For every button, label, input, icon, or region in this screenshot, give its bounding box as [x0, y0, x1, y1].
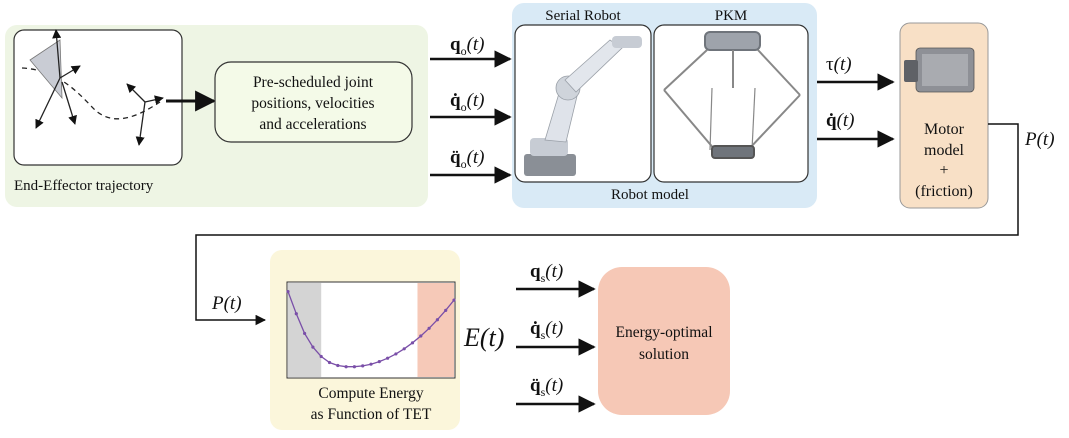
robot-model-caption: Robot model — [611, 187, 689, 203]
data-point — [344, 365, 348, 369]
end-effector-trajectory-sketch — [21, 29, 164, 146]
tau-label: τ(t) — [826, 54, 852, 75]
data-point — [369, 362, 373, 366]
data-point — [394, 352, 398, 356]
scheduled-line-1: Pre-scheduled joint — [253, 74, 374, 91]
energy-caption-line-2: as Function of TET — [311, 406, 432, 423]
pkm-title: PKM — [715, 8, 748, 24]
scheduled-line-3: and accelerations — [259, 116, 366, 133]
data-point — [361, 364, 365, 368]
motor-line-3: + — [939, 162, 948, 179]
scheduled-box — [214, 61, 413, 143]
power-label-right: P(t) — [1024, 129, 1055, 150]
qs-label: qs(t) — [530, 261, 563, 285]
shaded-region-0 — [288, 283, 322, 377]
motor-line-1: Motor — [924, 121, 965, 138]
energy-chart — [286, 281, 456, 379]
solution-line-1: Energy-optimal — [616, 324, 713, 341]
shaded-region-1 — [417, 283, 454, 377]
data-point — [410, 341, 415, 345]
scheduled-line-2: positions, velocities — [251, 95, 374, 112]
data-point — [336, 363, 340, 368]
data-point — [402, 347, 406, 351]
robot-qdot-label: q̇(t) — [826, 110, 855, 131]
qdot-label: q̇o(t) — [450, 90, 485, 114]
data-point — [327, 360, 332, 365]
trajectory-plot-frame — [13, 29, 183, 166]
solution-box — [598, 267, 730, 415]
data-point — [435, 318, 439, 322]
pkm-image — [663, 31, 801, 159]
qs-ddot-label: q̈s(t) — [530, 375, 563, 399]
serial-robot-title: Serial Robot — [545, 8, 621, 24]
solution-line-2: solution — [639, 346, 689, 363]
serial-robot-image — [524, 36, 642, 176]
data-point — [319, 354, 323, 359]
motor-image — [904, 47, 975, 93]
data-point — [311, 345, 315, 349]
qddot-label: q̈o(t) — [450, 147, 485, 171]
data-point — [386, 356, 390, 360]
data-point — [352, 365, 356, 369]
energy-caption-line-1: Compute Energy — [318, 385, 423, 402]
data-point — [444, 308, 448, 312]
power-feedback-line — [195, 123, 1019, 326]
motor-line-2: model — [924, 142, 965, 159]
data-point — [294, 312, 298, 316]
data-point — [427, 326, 431, 330]
qs-dot-label: q̇s(t) — [530, 318, 563, 342]
data-point — [303, 331, 307, 336]
data-point — [419, 334, 423, 338]
energy-output-label: E(t) — [463, 323, 504, 352]
power-label-left: P(t) — [211, 293, 242, 314]
data-point — [286, 289, 290, 294]
data-point — [377, 360, 381, 364]
motor-line-4: (friction) — [915, 183, 973, 200]
q-label: qo(t) — [450, 34, 485, 58]
data-point — [452, 298, 456, 302]
trajectory-caption: End-Effector trajectory — [14, 178, 154, 194]
